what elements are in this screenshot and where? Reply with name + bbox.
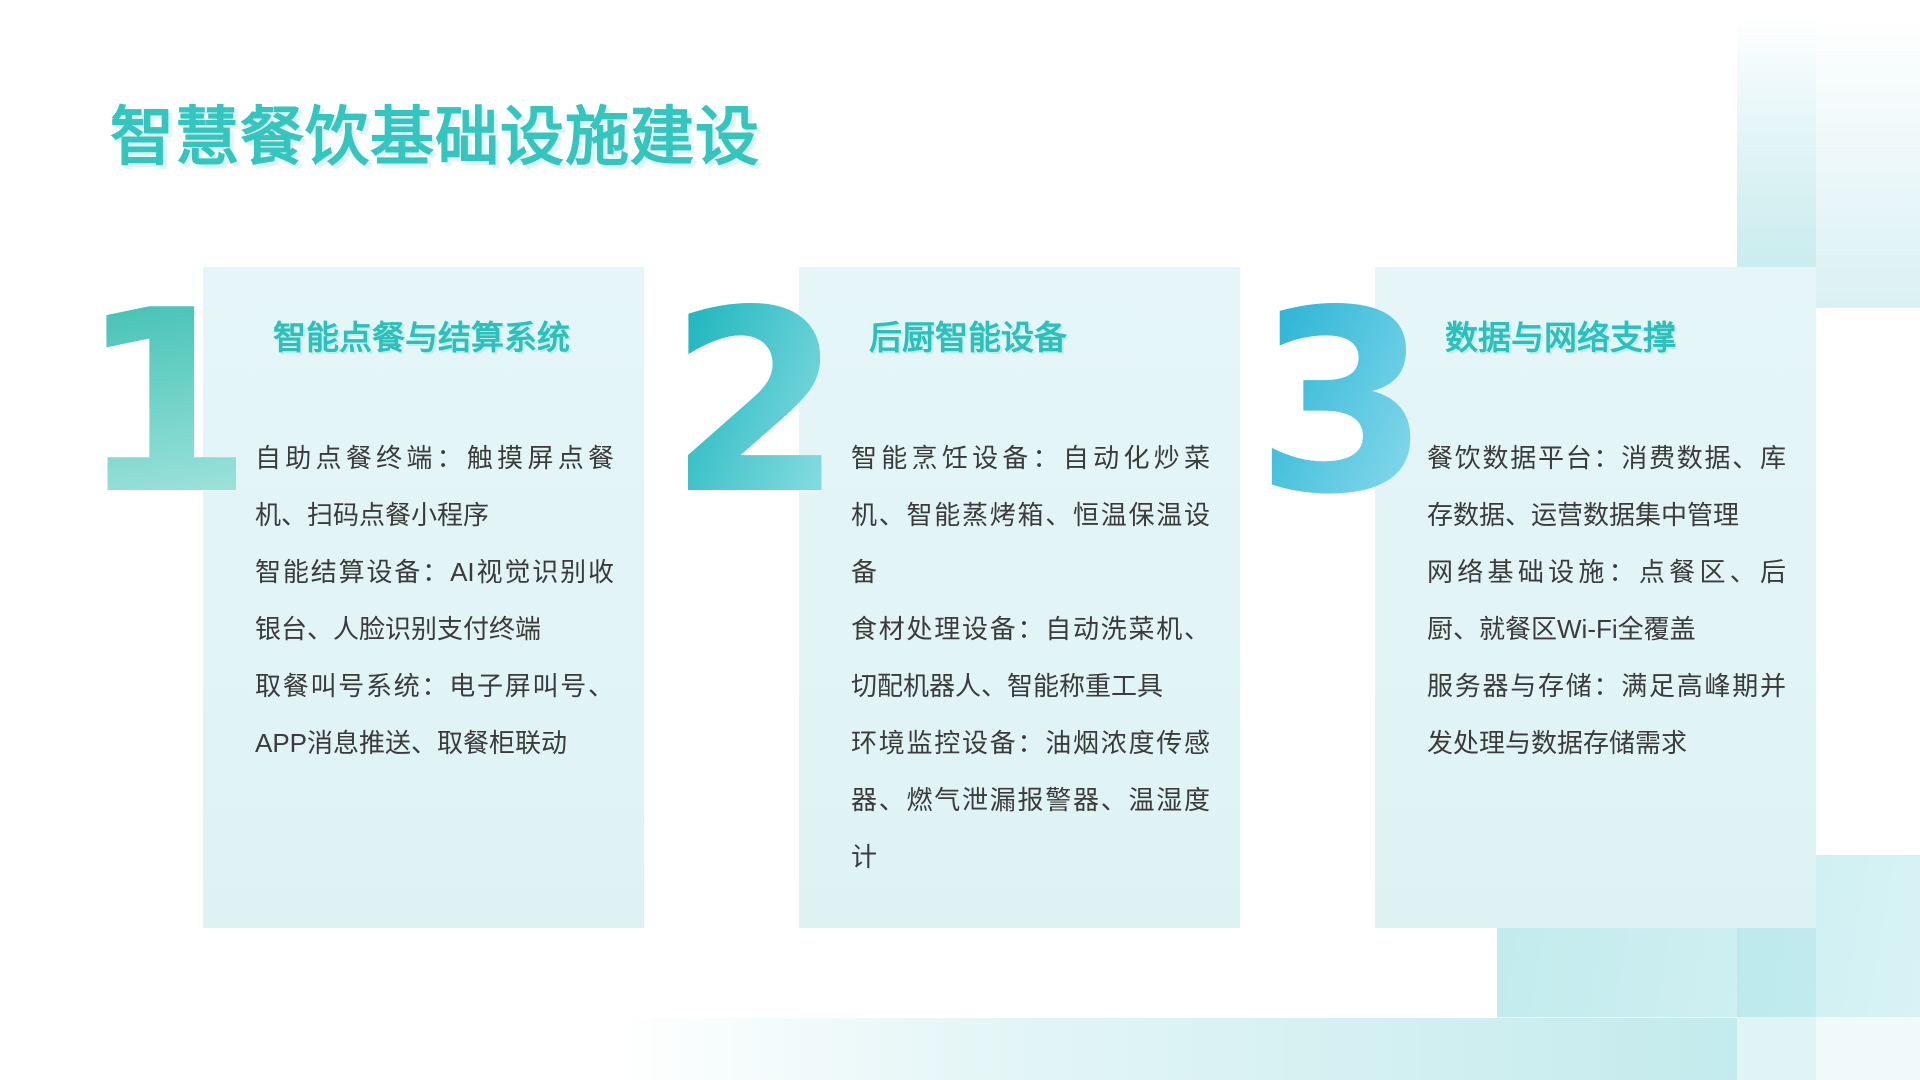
card-kitchen-equipment: 后厨智能设备 智能烹饪设备：自动化炒菜机、智能蒸烤箱、恒温保温设备 食材处理设备… (799, 267, 1240, 928)
card-number-1: 1 (78, 257, 254, 550)
decor-bottom-corner-rectangle (1816, 1017, 1920, 1080)
card-item: 智能烹饪设备：自动化炒菜机、智能蒸烤箱、恒温保温设备 (851, 443, 1210, 588)
card-number-2: 2 (668, 257, 844, 550)
card-data-network: 数据与网络支撑 餐饮数据平台：消费数据、库存数据、运营数据集中管理 网络基础设施… (1375, 267, 1816, 928)
card-ordering-system: 智能点餐与结算系统 自助点餐终端：触摸屏点餐机、扫码点餐小程序 智能结算设备：A… (203, 267, 644, 928)
card-item: 餐饮数据平台：消费数据、库存数据、运营数据集中管理 (1427, 443, 1786, 531)
card-body: 餐饮数据平台：消费数据、库存数据、运营数据集中管理 网络基础设施：点餐区、后厨、… (1427, 430, 1786, 772)
slide-title: 智慧餐饮基础设施建设 (110, 101, 760, 173)
decor-bottom-gradient-bar (620, 1018, 1737, 1080)
card-title: 智能点餐与结算系统 (273, 319, 570, 356)
card-body: 智能烹饪设备：自动化炒菜机、智能蒸烤箱、恒温保温设备 食材处理设备：自动洗菜机、… (851, 430, 1210, 886)
card-number-3: 3 (1255, 257, 1431, 550)
card-body: 自助点餐终端：触摸屏点餐机、扫码点餐小程序 智能结算设备：AI视觉识别收银台、人… (255, 430, 614, 772)
card-title: 后厨智能设备 (869, 319, 1067, 356)
card-item: 取餐叫号系统：电子屏叫号、APP消息推送、取餐柜联动 (255, 671, 614, 759)
card-title: 数据与网络支撑 (1445, 319, 1676, 356)
card-item: 服务器与存储：满足高峰期并发处理与数据存储需求 (1427, 671, 1786, 759)
card-item: 智能结算设备：AI视觉识别收银台、人脸识别支付终端 (255, 557, 614, 645)
card-item: 网络基础设施：点餐区、后厨、就餐区Wi-Fi全覆盖 (1427, 557, 1786, 645)
card-item: 环境监控设备：油烟浓度传感器、燃气泄漏报警器、温湿度计 (851, 728, 1210, 873)
decor-top-right-gradient (1737, 18, 1920, 308)
card-item: 自助点餐终端：触摸屏点餐机、扫码点餐小程序 (255, 443, 614, 531)
card-item: 食材处理设备：自动洗菜机、切配机器人、智能称重工具 (851, 614, 1210, 702)
